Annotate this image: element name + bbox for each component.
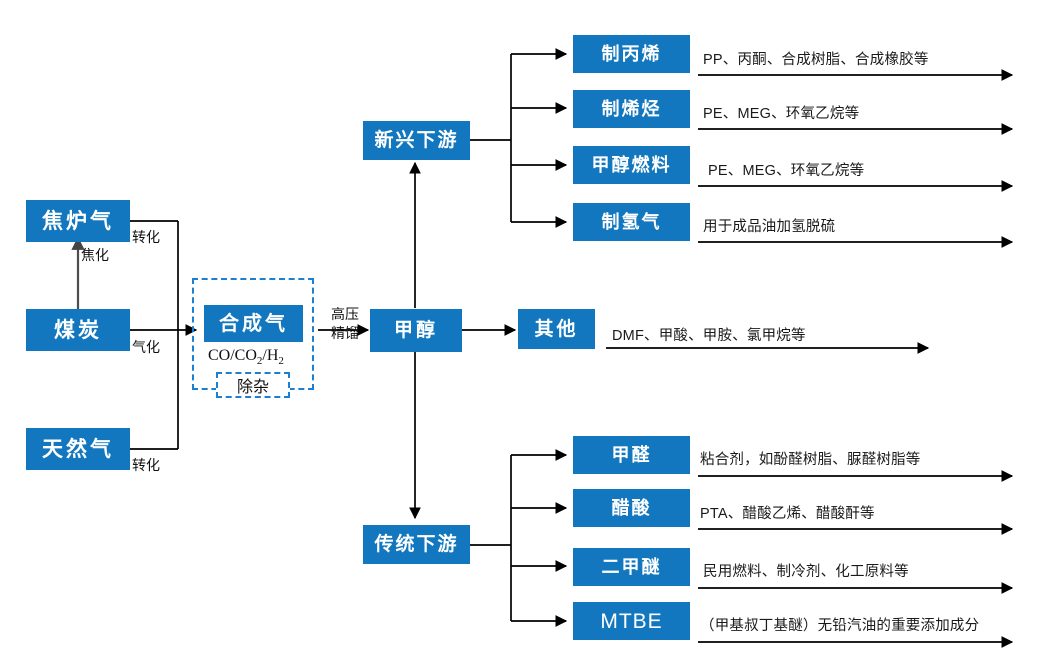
description-other: DMF、甲酸、甲胺、氯甲烷等: [612, 328, 806, 344]
node-product-methanol-fuel[interactable]: 甲醇燃料: [573, 146, 690, 184]
node-emerging-downstream[interactable]: 新兴下游: [363, 121, 470, 160]
node-other-label: 其他: [534, 318, 579, 340]
node-coke-oven-gas[interactable]: 焦炉气: [26, 200, 130, 242]
node-methanol-label: 甲醇: [393, 320, 438, 341]
node-product-olefins-label: 制烯烃: [601, 99, 662, 119]
node-purification-label: 除杂: [236, 379, 269, 396]
node-methanol[interactable]: 甲醇: [370, 309, 462, 352]
node-product-propylene[interactable]: 制丙烯: [573, 35, 690, 73]
description-mtbe: （甲基叔丁基醚）无铅汽油的重要添加成分: [700, 618, 980, 634]
node-product-formaldehyde[interactable]: 甲醛: [573, 436, 690, 474]
node-product-acetic-acid-label: 醋酸: [611, 498, 652, 518]
description-hydrogen: 用于成品油加氢脱硫: [703, 219, 836, 235]
node-product-acetic-acid[interactable]: 醋酸: [573, 489, 690, 527]
node-product-mtbe[interactable]: MTBE: [573, 602, 690, 640]
node-product-olefins[interactable]: 制烯烃: [573, 90, 690, 128]
edge-label-gasification: 气化: [132, 339, 160, 355]
node-emerging-downstream-label: 新兴下游: [374, 130, 459, 151]
edge-label-distillation: 精馏: [331, 324, 359, 341]
node-natural-gas[interactable]: 天然气: [26, 428, 130, 470]
syngas-formula: CO/CO2/H2: [208, 347, 284, 368]
edge-label-natural-gas-conversion: 转化: [132, 457, 160, 473]
node-product-formaldehyde-label: 甲醛: [611, 445, 652, 465]
description-dme: 民用燃料、制冷剂、化工原料等: [703, 564, 909, 580]
edge-label-coke-oven-gas-conversion: 转化: [132, 229, 160, 245]
node-natural-gas-label: 天然气: [42, 437, 114, 461]
description-formaldehyde: 粘合剂，如酚醛树脂、脲醛树脂等: [700, 452, 921, 468]
node-purification[interactable]: 除杂: [216, 372, 290, 398]
node-other[interactable]: 其他: [518, 309, 595, 349]
node-product-methanol-fuel-label: 甲醇燃料: [591, 155, 672, 175]
node-product-propylene-label: 制丙烯: [601, 44, 662, 64]
edge-label-highpressure-distillation: 高压 精馏: [322, 305, 368, 343]
node-product-dme-label: 二甲醚: [601, 557, 662, 577]
description-methanol-fuel: PE、MEG、环氧乙烷等: [708, 163, 865, 179]
node-traditional-downstream-label: 传统下游: [374, 534, 459, 555]
edge-label-coking: 焦化: [81, 247, 109, 263]
description-olefins: PE、MEG、环氧乙烷等: [703, 106, 860, 122]
node-product-mtbe-label: MTBE: [600, 609, 663, 633]
edge-label-high-pressure: 高压: [331, 306, 359, 322]
description-propylene: PP、丙酮、合成树脂、合成橡胶等: [703, 52, 929, 68]
node-product-dme[interactable]: 二甲醚: [573, 548, 690, 586]
node-syngas-label: 合成气: [219, 312, 288, 335]
node-coal-label: 煤炭: [54, 318, 102, 342]
node-coke-oven-gas-label: 焦炉气: [42, 209, 114, 233]
node-product-hydrogen-label: 制氢气: [601, 212, 662, 232]
node-traditional-downstream[interactable]: 传统下游: [363, 525, 470, 564]
node-coal[interactable]: 煤炭: [26, 309, 130, 351]
node-syngas[interactable]: 合成气: [204, 305, 303, 342]
node-product-hydrogen[interactable]: 制氢气: [573, 203, 690, 241]
description-acetic-acid: PTA、醋酸乙烯、醋酸酐等: [700, 506, 875, 522]
